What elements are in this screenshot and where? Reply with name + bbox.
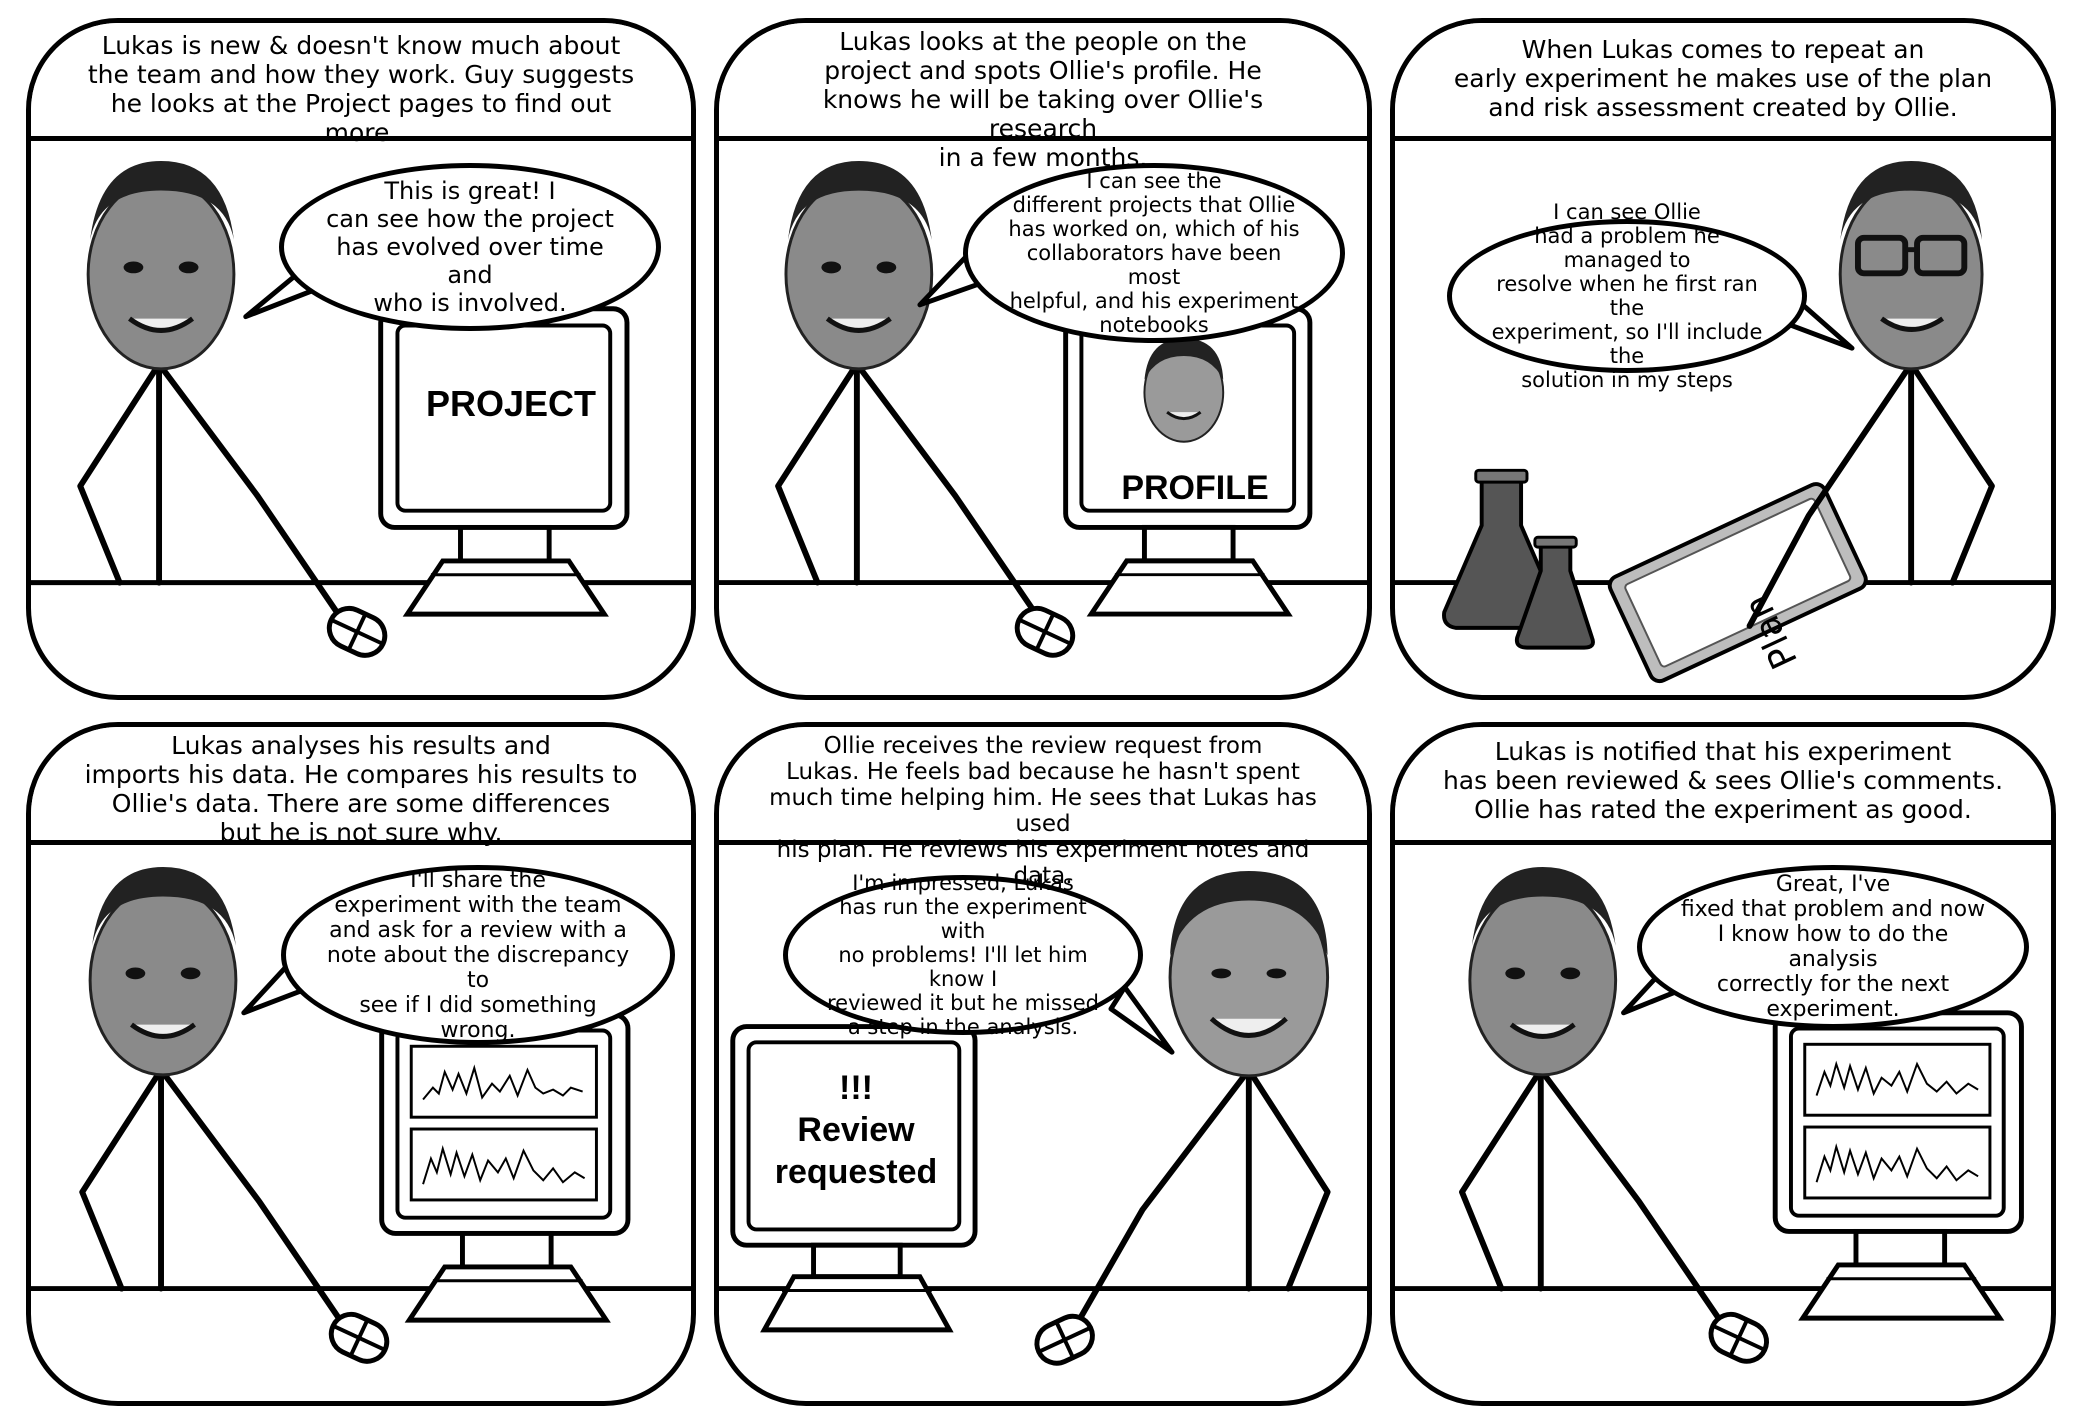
lukas-face: [86, 161, 236, 371]
panel-4-scene: [31, 866, 691, 1364]
panel-5-caption: Ollie receives the review request from L…: [719, 727, 1367, 889]
screen-label-project: PROJECT: [425, 383, 597, 424]
data-plot-1: [1815, 1060, 1979, 1097]
mouse-icon: [1014, 605, 1076, 658]
computer-monitor: [379, 1012, 631, 1323]
panel-4-caption: Lukas analyses his results and imports h…: [31, 727, 691, 847]
mouse-icon: [326, 605, 388, 658]
ollie-face: [1168, 870, 1330, 1078]
panel-1-speech-bubble: This is great! I can see how the project…: [279, 163, 661, 331]
ollie-figure: [1070, 1059, 1331, 1333]
comic-panel-4: Lukas analyses his results and imports h…: [26, 722, 696, 1406]
panel-3-speech-bubble: I can see Ollie had a problem he managed…: [1447, 200, 1807, 392]
panel-4-speech-bubble: I'll share the experiment with the team …: [281, 865, 675, 1045]
panel-2-caption: Lukas looks at the people on the project…: [719, 23, 1367, 172]
ollie-profile-photo: [1143, 338, 1225, 443]
panel-6-speech-bubble: Great, I've fixed that problem and now I…: [1637, 865, 2029, 1029]
data-plot-1: [422, 1064, 583, 1101]
panel-1-scene: [31, 161, 691, 658]
comic-panel-3: When Lukas comes to repeat an early expe…: [1390, 18, 2056, 700]
lukas-figure: [1459, 1059, 1731, 1335]
computer-monitor: [730, 1024, 978, 1333]
panel-6-caption: Lukas is notified that his experiment ha…: [1395, 727, 2051, 845]
tablet-icon: [1607, 482, 1868, 684]
panel-3-scene: [1395, 161, 2051, 684]
panel-1-caption: Lukas is new & doesn't know much about t…: [31, 23, 691, 147]
data-plot-2: [422, 1145, 586, 1185]
lukas-figure: [79, 1059, 352, 1335]
mouse-icon: [1034, 1313, 1095, 1366]
mouse-icon: [1708, 1311, 1769, 1364]
comic-panel-2: Lukas looks at the people on the project…: [714, 18, 1372, 700]
panel-2-speech-bubble: I can see the different projects that Ol…: [963, 163, 1345, 343]
lukas-face: [1468, 867, 1618, 1077]
screen-label-profile: PROFILE: [1121, 469, 1269, 507]
computer-monitor: [378, 306, 630, 617]
lukas-figure: [775, 353, 1047, 629]
screen-label-review-requested: !!! Review requested: [774, 1069, 938, 1191]
lukas-figure: [77, 353, 350, 629]
lukas-face: [88, 866, 238, 1077]
comic-panel-5: Ollie receives the review request from L…: [714, 722, 1372, 1406]
comic-panel-1: Lukas is new & doesn't know much about t…: [26, 18, 696, 700]
small-flask-icon: [1514, 535, 1595, 650]
panel-2-scene: [719, 161, 1367, 658]
panel-6-scene: [1395, 867, 2051, 1364]
panel-5-speech-bubble: I'm impressed, Lukas has run the experim…: [783, 871, 1143, 1039]
lukas-face: [784, 161, 934, 371]
panel-5-scene: [719, 870, 1367, 1366]
computer-monitor: [1772, 1010, 2024, 1321]
mouse-icon: [328, 1311, 390, 1364]
lukas-face-glasses: [1838, 161, 1984, 371]
lukas-figure: [1746, 353, 1995, 629]
data-plot-2: [1815, 1143, 1979, 1183]
comic-panel-6: Lukas is notified that his experiment ha…: [1390, 722, 2056, 1406]
panel-3-caption: When Lukas comes to repeat an early expe…: [1395, 23, 2051, 141]
